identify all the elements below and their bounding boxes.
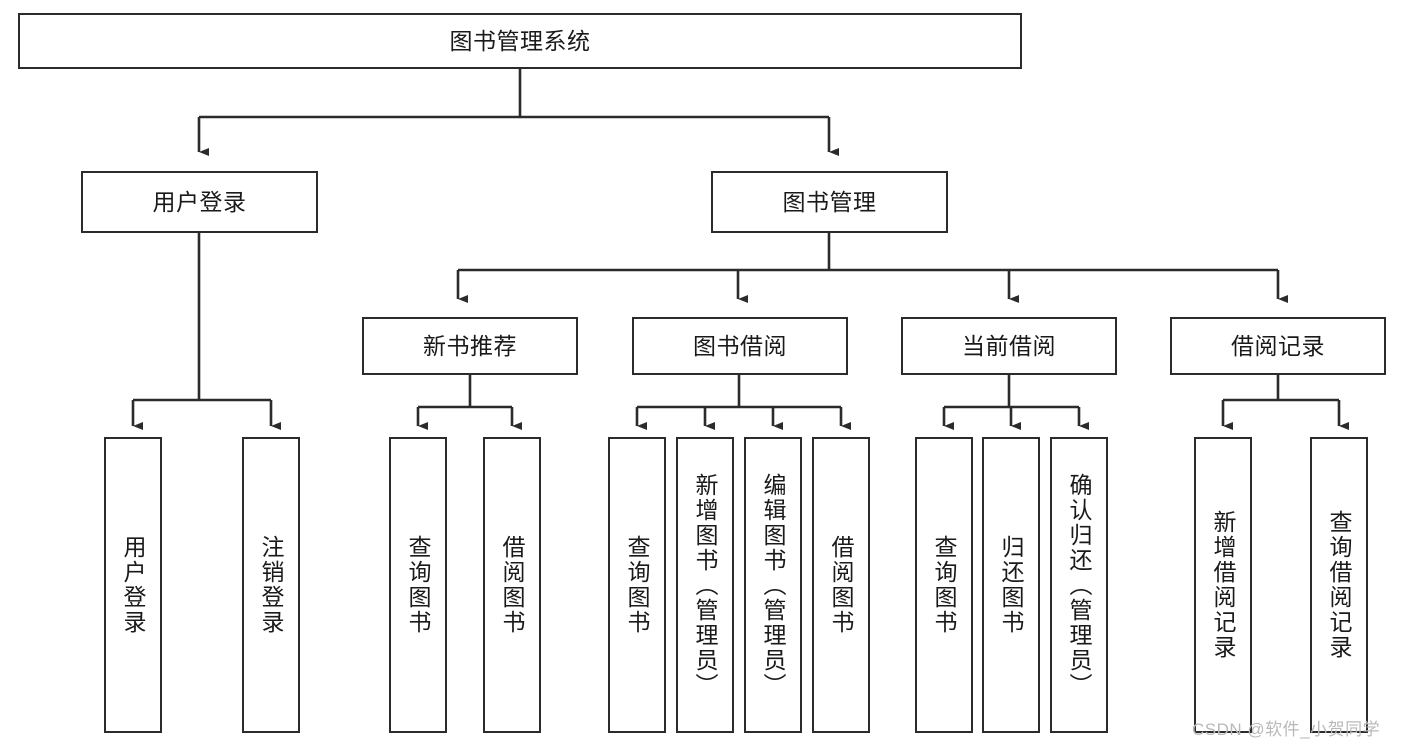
- leaf-edit-book[interactable]: 编辑图书（管理员）: [744, 437, 802, 733]
- node-borrow-record[interactable]: 借阅记录: [1170, 317, 1386, 375]
- leaf-borrow-book-2[interactable]: 借阅图书: [812, 437, 870, 733]
- leaf-query-book-2[interactable]: 查询图书: [608, 437, 666, 733]
- leaf-query-book-1[interactable]: 查询图书: [389, 437, 447, 733]
- node-label: 当前借阅: [962, 332, 1056, 359]
- node-current-borrow[interactable]: 当前借阅: [901, 317, 1117, 375]
- node-label: 用户登录: [120, 535, 147, 635]
- leaf-query-record[interactable]: 查询借阅记录: [1310, 437, 1368, 733]
- node-label: 归还图书: [998, 535, 1025, 635]
- node-book-borrow[interactable]: 图书借阅: [632, 317, 848, 375]
- leaf-query-book-3[interactable]: 查询图书: [915, 437, 973, 733]
- node-label: 借阅图书: [499, 535, 526, 635]
- node-label: 注销登录: [258, 535, 285, 635]
- leaf-add-record[interactable]: 新增借阅记录: [1194, 437, 1252, 733]
- leaf-confirm-return[interactable]: 确认归还（管理员）: [1050, 437, 1108, 733]
- leaf-user-login[interactable]: 用户登录: [104, 437, 162, 733]
- node-label: 图书管理: [782, 188, 877, 215]
- node-label: 借阅记录: [1231, 332, 1325, 359]
- node-label: 查询图书: [624, 535, 651, 635]
- leaf-add-book[interactable]: 新增图书（管理员）: [676, 437, 734, 733]
- node-book-manage[interactable]: 图书管理: [711, 171, 948, 233]
- node-label: 确认归还（管理员）: [1066, 472, 1093, 698]
- node-label: 查询图书: [405, 535, 432, 635]
- node-new-book-recommend[interactable]: 新书推荐: [362, 317, 578, 375]
- node-label: 图书借阅: [693, 332, 787, 359]
- node-label: 借阅图书: [828, 535, 855, 635]
- node-label: 新增借阅记录: [1210, 510, 1237, 660]
- leaf-borrow-book-1[interactable]: 借阅图书: [483, 437, 541, 733]
- node-user-login[interactable]: 用户登录: [81, 171, 318, 233]
- node-root-system[interactable]: 图书管理系统: [18, 13, 1022, 69]
- csdn-watermark: CSDN @软件_小贺同学: [1192, 720, 1381, 739]
- leaf-logout-login[interactable]: 注销登录: [242, 437, 300, 733]
- node-label: 新增图书（管理员）: [692, 472, 719, 698]
- node-label: 用户登录: [152, 188, 247, 215]
- node-label: 查询图书: [931, 535, 958, 635]
- leaf-return-book[interactable]: 归还图书: [982, 437, 1040, 733]
- node-label: 编辑图书（管理员）: [760, 472, 787, 698]
- node-label: 查询借阅记录: [1326, 510, 1353, 660]
- node-label: 图书管理系统: [449, 27, 591, 54]
- node-label: 新书推荐: [423, 332, 517, 359]
